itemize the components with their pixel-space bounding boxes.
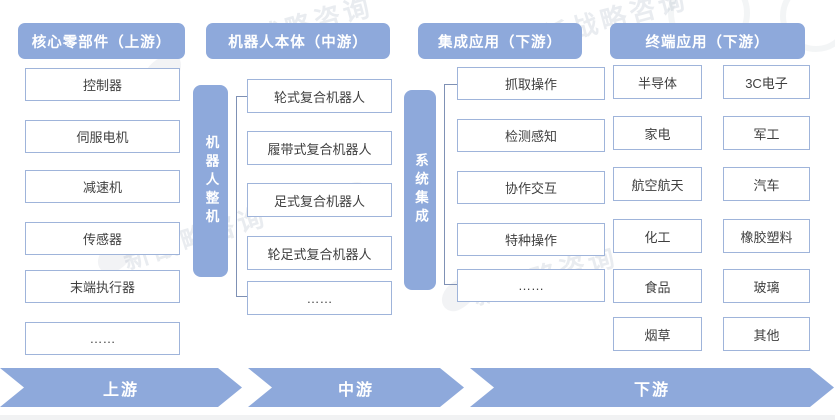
node-military: 军工 [723,116,810,150]
node-semiconductor: 半导体 [613,65,702,99]
header-robot-body-midstream: 机器人本体（中游） [206,23,390,59]
node-body-ellipsis: …… [247,281,392,315]
connector-robot-machine: 机器人整机 [193,85,228,277]
node-collaborative-interaction: 协作交互 [457,171,605,204]
node-detection-perception: 检测感知 [457,119,605,152]
chevron-upstream: 上游 [0,368,242,407]
node-wheeled-composite-robot: 轮式复合机器人 [247,79,392,113]
node-end-effector: 末端执行器 [25,270,180,303]
connector-system-integration: 系统集成 [404,90,436,290]
bottom-edge-strip [0,415,835,420]
node-tobacco: 烟草 [613,317,702,351]
node-sensor: 传感器 [25,222,180,255]
node-home-appliance: 家电 [613,116,702,150]
node-glass: 玻璃 [723,269,810,303]
header-integration-downstream: 集成应用（下游） [418,23,582,59]
node-core-ellipsis: …… [25,322,180,355]
chevron-midstream: 中游 [248,368,464,407]
node-food: 食品 [613,269,702,303]
node-special-operation: 特种操作 [457,223,605,256]
node-legged-composite-robot: 足式复合机器人 [247,183,392,217]
bracket-robot-body [236,96,247,297]
node-wheel-legged-composite-robot: 轮足式复合机器人 [247,236,392,270]
node-chemical: 化工 [613,219,702,253]
header-terminal-downstream: 终端应用（下游） [610,23,805,59]
node-servo-motor: 伺服电机 [25,120,180,153]
node-3c-electronics: 3C电子 [723,65,810,99]
node-aerospace: 航空航天 [613,167,702,201]
node-integration-ellipsis: …… [457,269,605,302]
node-rubber-plastic: 橡胶塑料 [723,219,810,253]
header-core-parts-upstream: 核心零部件（上游） [18,23,185,59]
node-tracked-composite-robot: 履带式复合机器人 [247,131,392,165]
node-automotive: 汽车 [723,167,810,201]
node-reducer: 减速机 [25,170,180,203]
node-other: 其他 [723,317,810,351]
bracket-integration [444,84,457,285]
node-grasping-operation: 抓取操作 [457,67,605,100]
chevron-downstream: 下游 [470,368,834,407]
node-controller: 控制器 [25,68,180,101]
